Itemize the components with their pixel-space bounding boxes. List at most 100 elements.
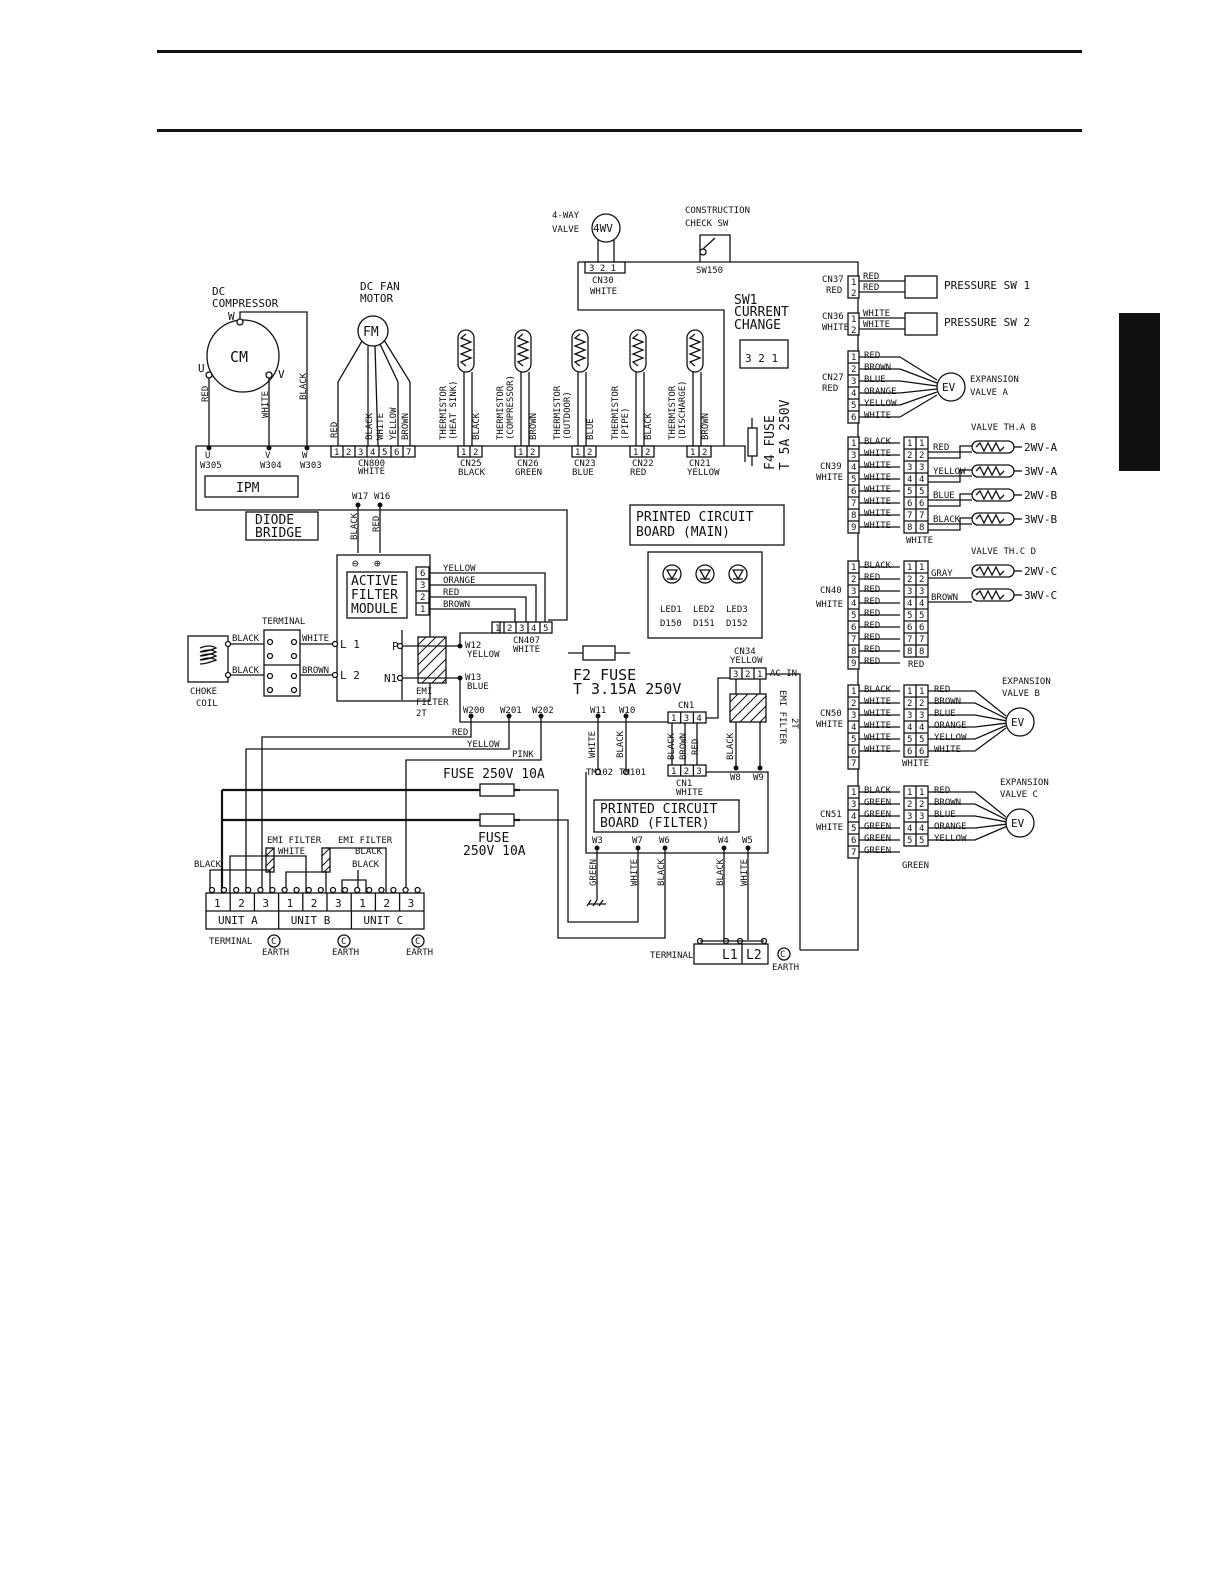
- thermistor-body: [629, 329, 647, 373]
- pin-number: 6: [919, 499, 924, 509]
- compressor-terminals: U V W W305 W304 W303 IPM DIODE BRIDGE: [200, 445, 322, 541]
- pin-number: 3: [851, 800, 856, 810]
- svg-text:WHITE: WHITE: [278, 847, 305, 857]
- thermistor-wire: BROWN: [529, 413, 539, 440]
- svg-text:EV: EV: [1011, 817, 1025, 830]
- pin-number: 5: [851, 401, 856, 411]
- svg-text:W9: W9: [753, 773, 764, 783]
- thermistor-sub: (PIPE): [621, 407, 631, 440]
- pin-number: 4: [851, 389, 856, 399]
- earth-icon: [337, 934, 351, 948]
- thermistor-sub: (HEAT SINK): [449, 380, 459, 440]
- svg-text:1: 1: [907, 788, 912, 798]
- svg-text:RED: RED: [863, 283, 879, 293]
- svg-text:P: P: [392, 640, 399, 653]
- unit-label: UNIT C: [363, 914, 403, 927]
- svg-text:YELLOW: YELLOW: [443, 564, 476, 574]
- svg-text:4: 4: [919, 723, 924, 733]
- svg-text:WHITE: WHITE: [822, 323, 849, 333]
- svg-text:WHITE: WHITE: [513, 645, 540, 655]
- pin-number: 4: [851, 599, 856, 609]
- svg-text:1: 1: [919, 788, 924, 798]
- wire-label: BLACK: [864, 561, 892, 571]
- led-ref: D152: [726, 619, 748, 629]
- svg-text:RED: RED: [201, 386, 211, 402]
- svg-text:VALVE C: VALVE C: [1000, 790, 1038, 800]
- cn800-pin: 7: [406, 448, 411, 458]
- cn36-pressure-sw2: CN36 WHITE 12 WHITE WHITE PRESSURE SW 2: [822, 309, 1030, 336]
- wire-label: WHITE: [864, 485, 891, 495]
- thermistor-pin: 1: [633, 448, 638, 458]
- svg-text:7: 7: [907, 635, 912, 645]
- svg-text:BLACK: BLACK: [299, 372, 309, 400]
- thermistor-cn: CN23: [574, 459, 596, 469]
- svg-text:L 1: L 1: [340, 638, 360, 651]
- pin-number: 1: [907, 439, 912, 449]
- svg-text:PRESSURE SW 1: PRESSURE SW 1: [944, 279, 1030, 292]
- svg-text:3 2 1: 3 2 1: [589, 264, 616, 274]
- pin-number: 1: [851, 687, 856, 697]
- thermistor-label: THERMISTOR: [668, 385, 678, 440]
- svg-text:WHITE: WHITE: [261, 391, 271, 418]
- svg-text:BLACK: BLACK: [232, 666, 260, 676]
- svg-text:N1: N1: [384, 672, 397, 685]
- pin-number: 4: [851, 463, 856, 473]
- wire-label: GREEN: [864, 834, 891, 844]
- fuse-10a-pair: FUSE 250V 10A FUSE 250V 10A: [220, 767, 545, 893]
- wire-label: WHITE: [864, 521, 891, 531]
- wire-label: BROWN: [934, 697, 961, 707]
- svg-text:BOARD (FILTER): BOARD (FILTER): [600, 816, 710, 831]
- svg-text:SW1: SW1: [734, 293, 757, 308]
- svg-text:WHITE: WHITE: [863, 320, 890, 330]
- thermistor-pin: 2: [530, 448, 535, 458]
- pin-number: 3: [919, 463, 924, 473]
- svg-text:BLACK: BLACK: [616, 730, 626, 758]
- svg-text:FILTER: FILTER: [351, 588, 398, 603]
- led-icon: [662, 564, 682, 584]
- terminal-pin: 2: [311, 897, 318, 910]
- svg-text:TM101: TM101: [619, 768, 646, 778]
- svg-text:WHITE: WHITE: [863, 309, 890, 319]
- wire-label: WHITE: [864, 461, 891, 471]
- thermistor-color: GREEN: [515, 468, 542, 478]
- pin-number: 8: [919, 523, 924, 533]
- led-ref: D150: [660, 619, 682, 629]
- header-rule-top: [157, 50, 1082, 53]
- svg-text:2T: 2T: [789, 718, 799, 729]
- wire-label: YELLOW: [934, 733, 967, 743]
- svg-text:SW150: SW150: [696, 266, 723, 276]
- wire-label: BLACK: [933, 515, 961, 525]
- svg-text:U: U: [198, 362, 205, 375]
- cn800-pin: 1: [334, 448, 339, 458]
- pin-number: 6: [851, 747, 856, 757]
- svg-text:BROWN: BROWN: [302, 666, 329, 676]
- cn407-pin: 1: [495, 624, 500, 634]
- cn800-pin: 4: [370, 448, 375, 458]
- thermistor-pin: 1: [690, 448, 695, 458]
- terminal-top: TERMINAL BLACK BLACK WHITE BROWN L 1 L 2: [231, 617, 360, 697]
- wire-label: BROWN: [864, 363, 891, 373]
- wire-label: BLUE: [864, 375, 886, 385]
- svg-text:3: 3: [907, 711, 912, 721]
- wire-label: RED: [864, 573, 880, 583]
- pin-number: 2: [907, 451, 912, 461]
- led-label: LED3: [726, 605, 748, 615]
- svg-text:C: C: [780, 950, 785, 960]
- svg-text:W7: W7: [632, 836, 643, 846]
- svg-text:U: U: [205, 451, 210, 461]
- svg-text:CHECK SW: CHECK SW: [685, 219, 729, 229]
- wire-label: BROWN: [931, 593, 958, 603]
- thermistor-wire: BLUE: [586, 418, 596, 440]
- valve-coil-icon: [971, 512, 1015, 526]
- svg-text:CN40: CN40: [820, 586, 842, 596]
- pin-number: 7: [851, 499, 856, 509]
- svg-text:W304: W304: [260, 461, 282, 471]
- svg-text:V: V: [278, 368, 285, 381]
- svg-text:3: 3: [907, 812, 912, 822]
- svg-text:CN800: CN800: [358, 459, 385, 469]
- svg-text:TERMINAL: TERMINAL: [262, 617, 305, 627]
- svg-text:CN1: CN1: [678, 701, 694, 711]
- thermistor-label: THERMISTOR: [439, 385, 449, 440]
